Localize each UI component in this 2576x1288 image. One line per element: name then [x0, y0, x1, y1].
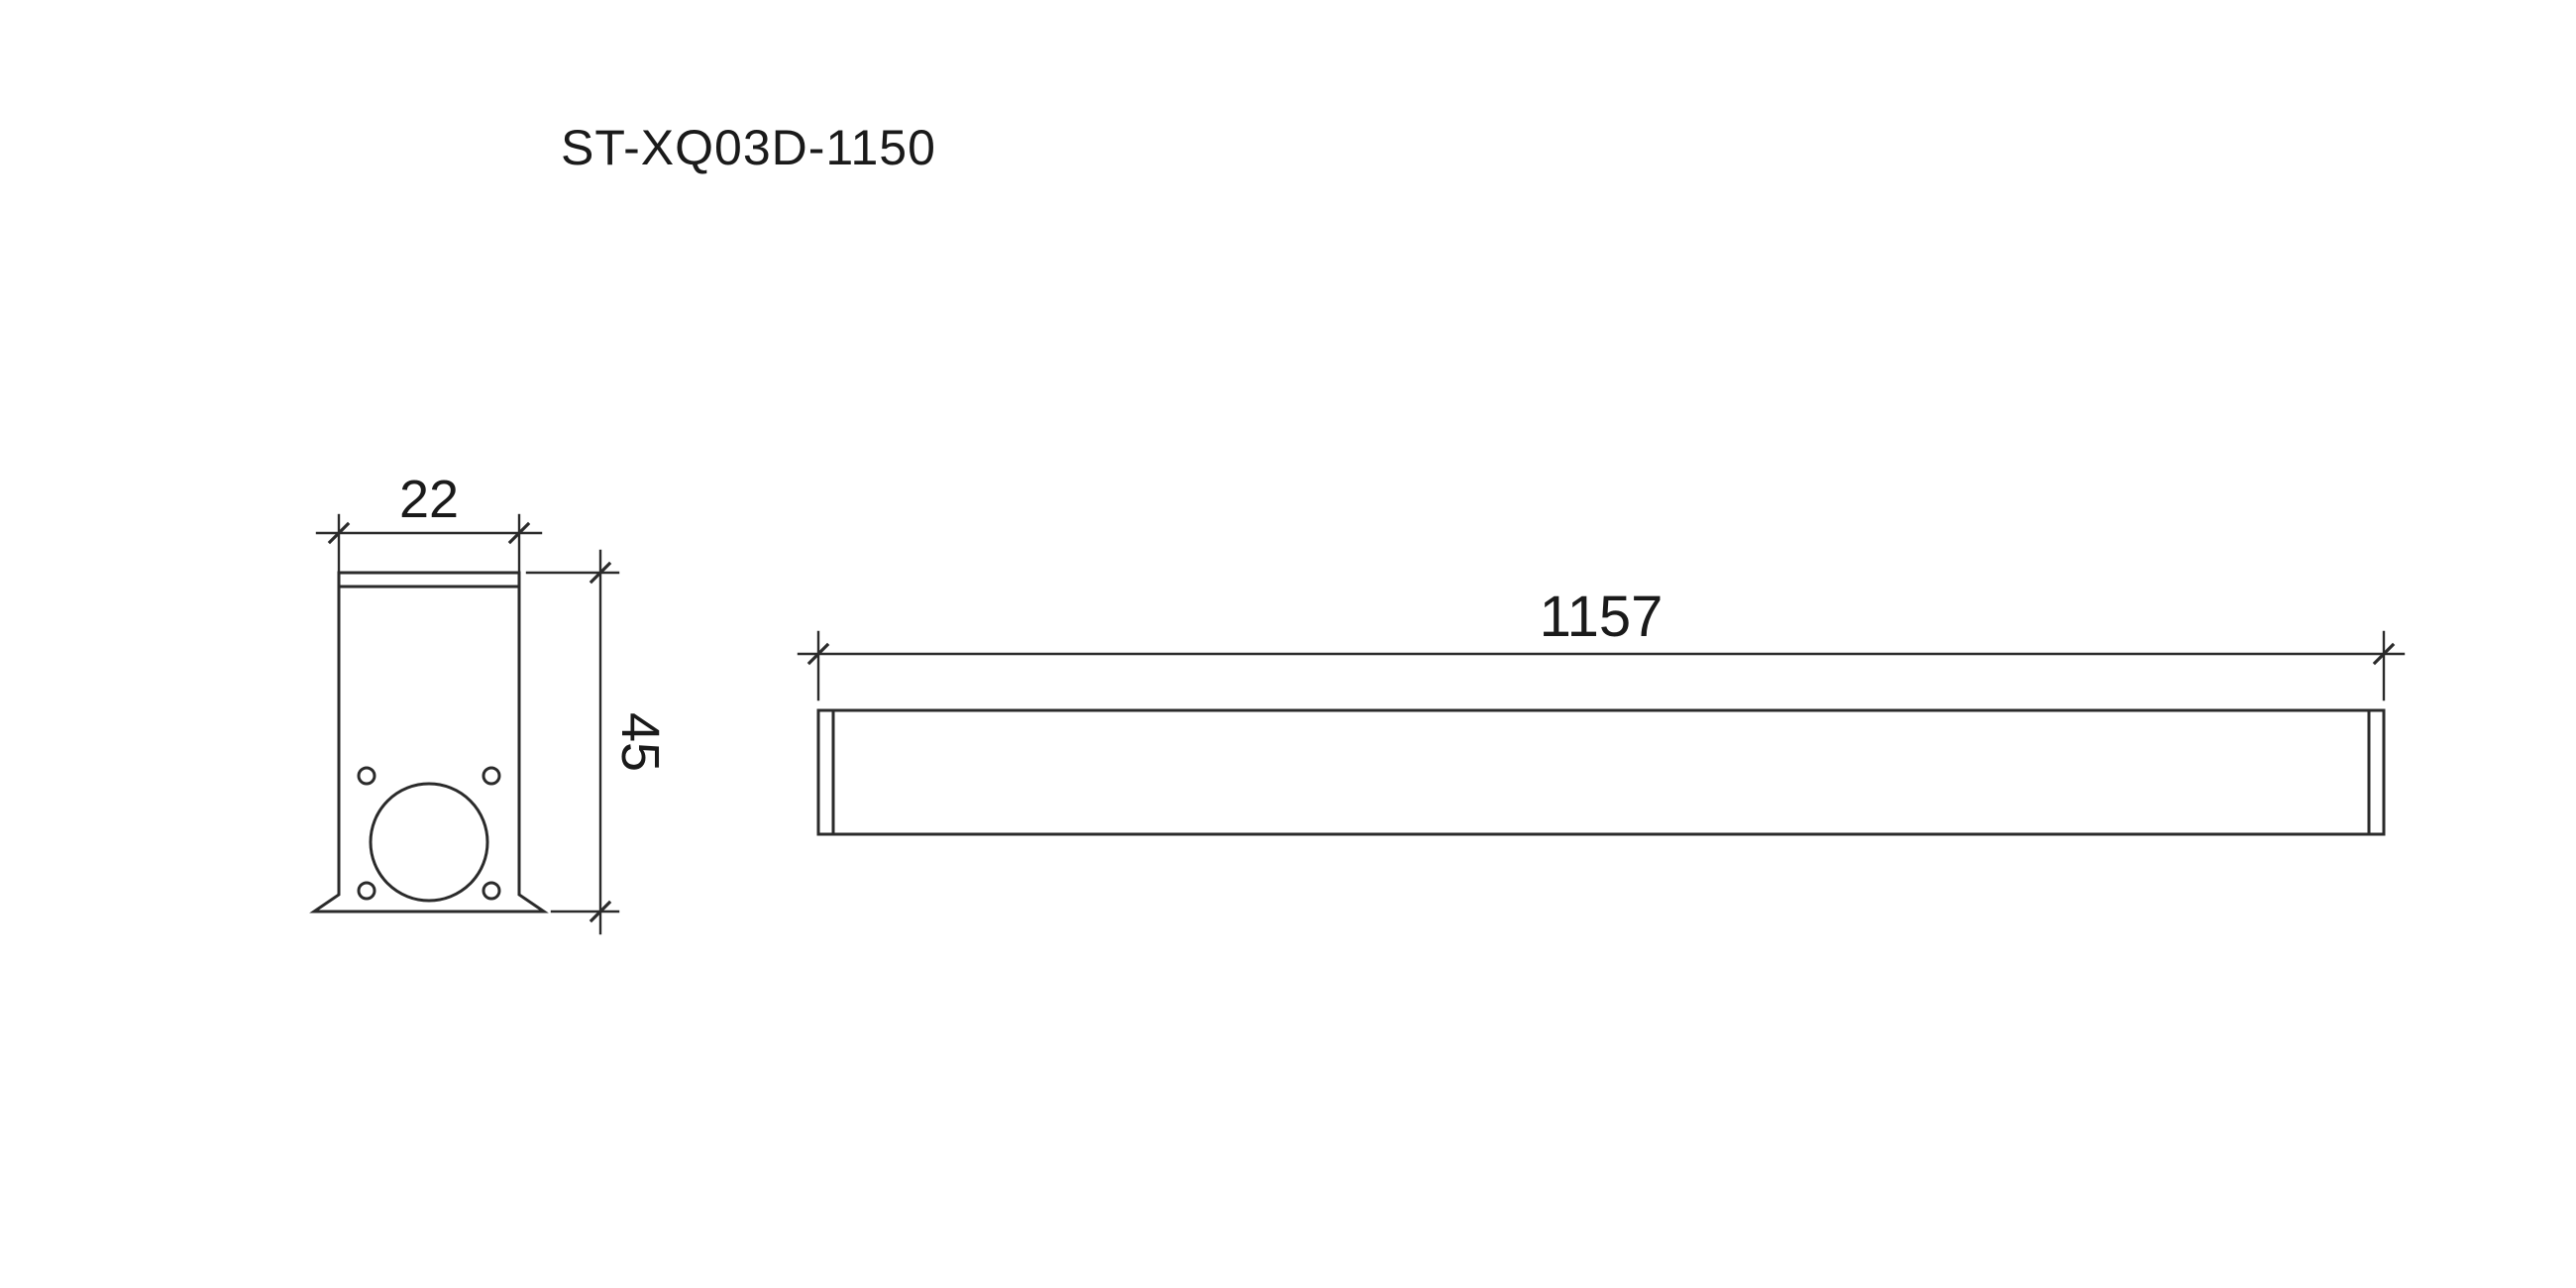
mounting-hole — [369, 782, 489, 903]
dimension-tick — [2372, 642, 2396, 666]
end-view-outline — [309, 571, 549, 913]
dimension-height-label: 45 — [610, 712, 670, 772]
dimension-length-label: 1157 — [1540, 585, 1664, 649]
product-model-title: ST-XQ03D-1150 — [561, 120, 936, 175]
screw-hole — [357, 766, 376, 786]
screw-hole — [357, 881, 376, 901]
dimension-tick — [589, 900, 612, 923]
dimension-length: 1157 — [797, 585, 2406, 701]
dimension-tick — [507, 521, 531, 545]
dimension-height: 45 — [525, 549, 670, 935]
dimension-tick — [589, 561, 612, 585]
dimension-width-label: 22 — [399, 470, 459, 529]
dimension-tick — [327, 521, 351, 545]
screw-hole — [482, 766, 501, 786]
side-view — [816, 708, 2386, 836]
screw-hole — [482, 881, 501, 901]
dimension-tick — [806, 642, 830, 666]
dimension-width: 22 — [315, 470, 543, 575]
side-view-body — [816, 708, 2386, 836]
end-view — [309, 571, 549, 913]
